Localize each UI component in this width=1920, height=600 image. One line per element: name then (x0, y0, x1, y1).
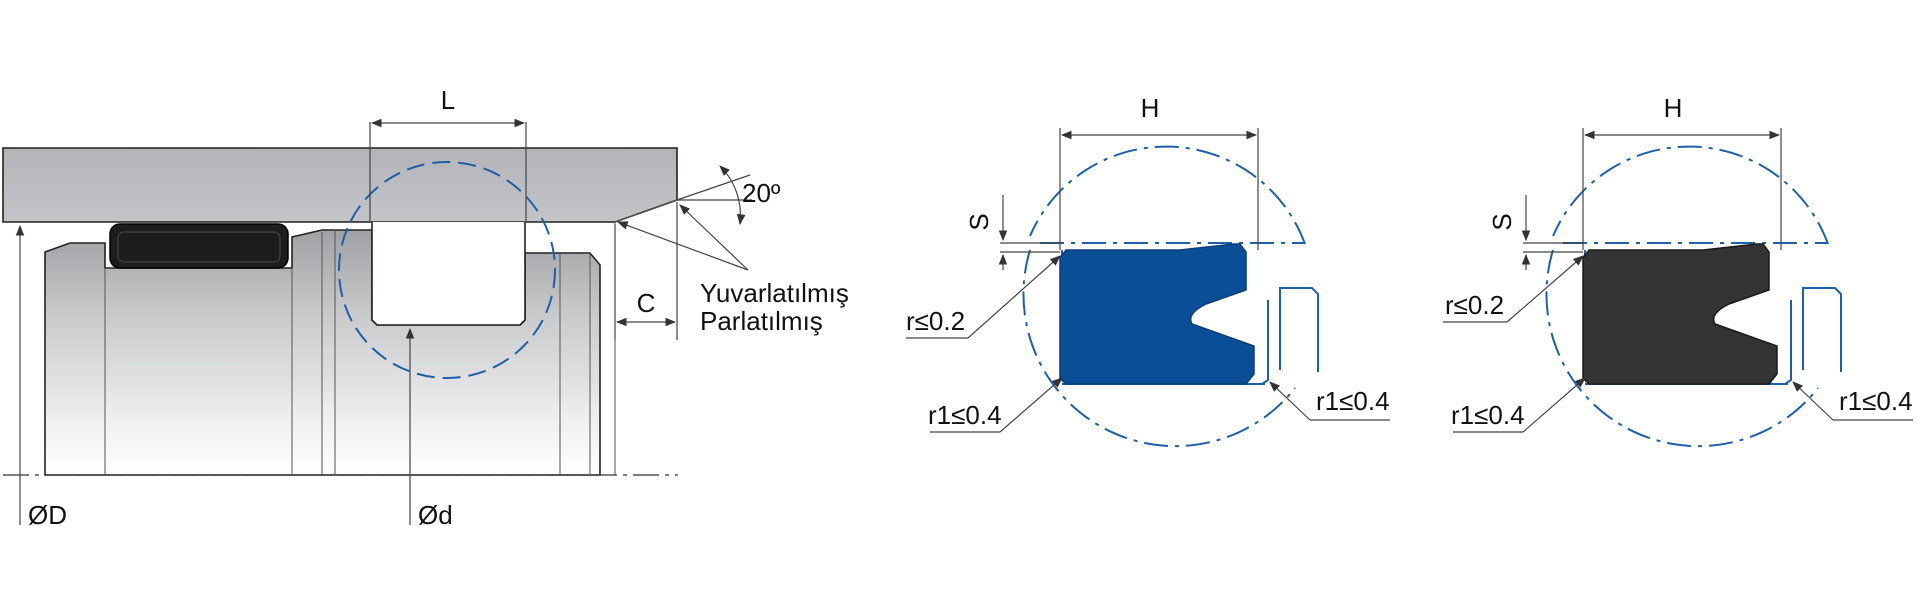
label-finish-polished: Parlatılmış (700, 306, 823, 336)
label-r1-left-black: r1≤0.4 (1451, 400, 1525, 430)
label-S-black: S (1487, 213, 1517, 230)
label-C: C (637, 288, 656, 318)
label-r-black: r≤0.2 (1445, 290, 1504, 320)
label-d: Ød (418, 500, 453, 530)
label-H-black: H (1664, 93, 1683, 123)
detail-black-seal: H S r≤0.2 r1≤0.4 r1≤0.4 (1443, 93, 1913, 448)
housing-bore (2, 147, 678, 223)
label-finish-rounded: Yuvarlatılmış (700, 278, 849, 308)
label-angle: 20º (742, 178, 781, 208)
seal-groove (371, 222, 526, 326)
label-r-blue: r≤0.2 (906, 306, 965, 336)
label-r1-right-black: r1≤0.4 (1839, 386, 1913, 416)
label-r1-left-blue: r1≤0.4 (928, 400, 1002, 430)
o-ring-seal (109, 223, 289, 269)
housing-assembly: L C 20º Yuvarlatılmış Parlatılmış ØD Ød (2, 85, 849, 530)
label-r1-right-blue: r1≤0.4 (1316, 386, 1390, 416)
u-cup-seal-black (1582, 243, 1778, 385)
label-D: ØD (28, 500, 67, 530)
angle-arc (719, 165, 746, 226)
detail-circle (338, 161, 556, 379)
u-cup-seal-blue (1059, 243, 1255, 385)
label-L: L (441, 85, 455, 115)
detail-blue-seal: H S r≤0.2 r1≤0.4 r1≤0.4 (906, 93, 1390, 448)
label-S-blue: S (964, 213, 994, 230)
label-H-blue: H (1141, 93, 1160, 123)
